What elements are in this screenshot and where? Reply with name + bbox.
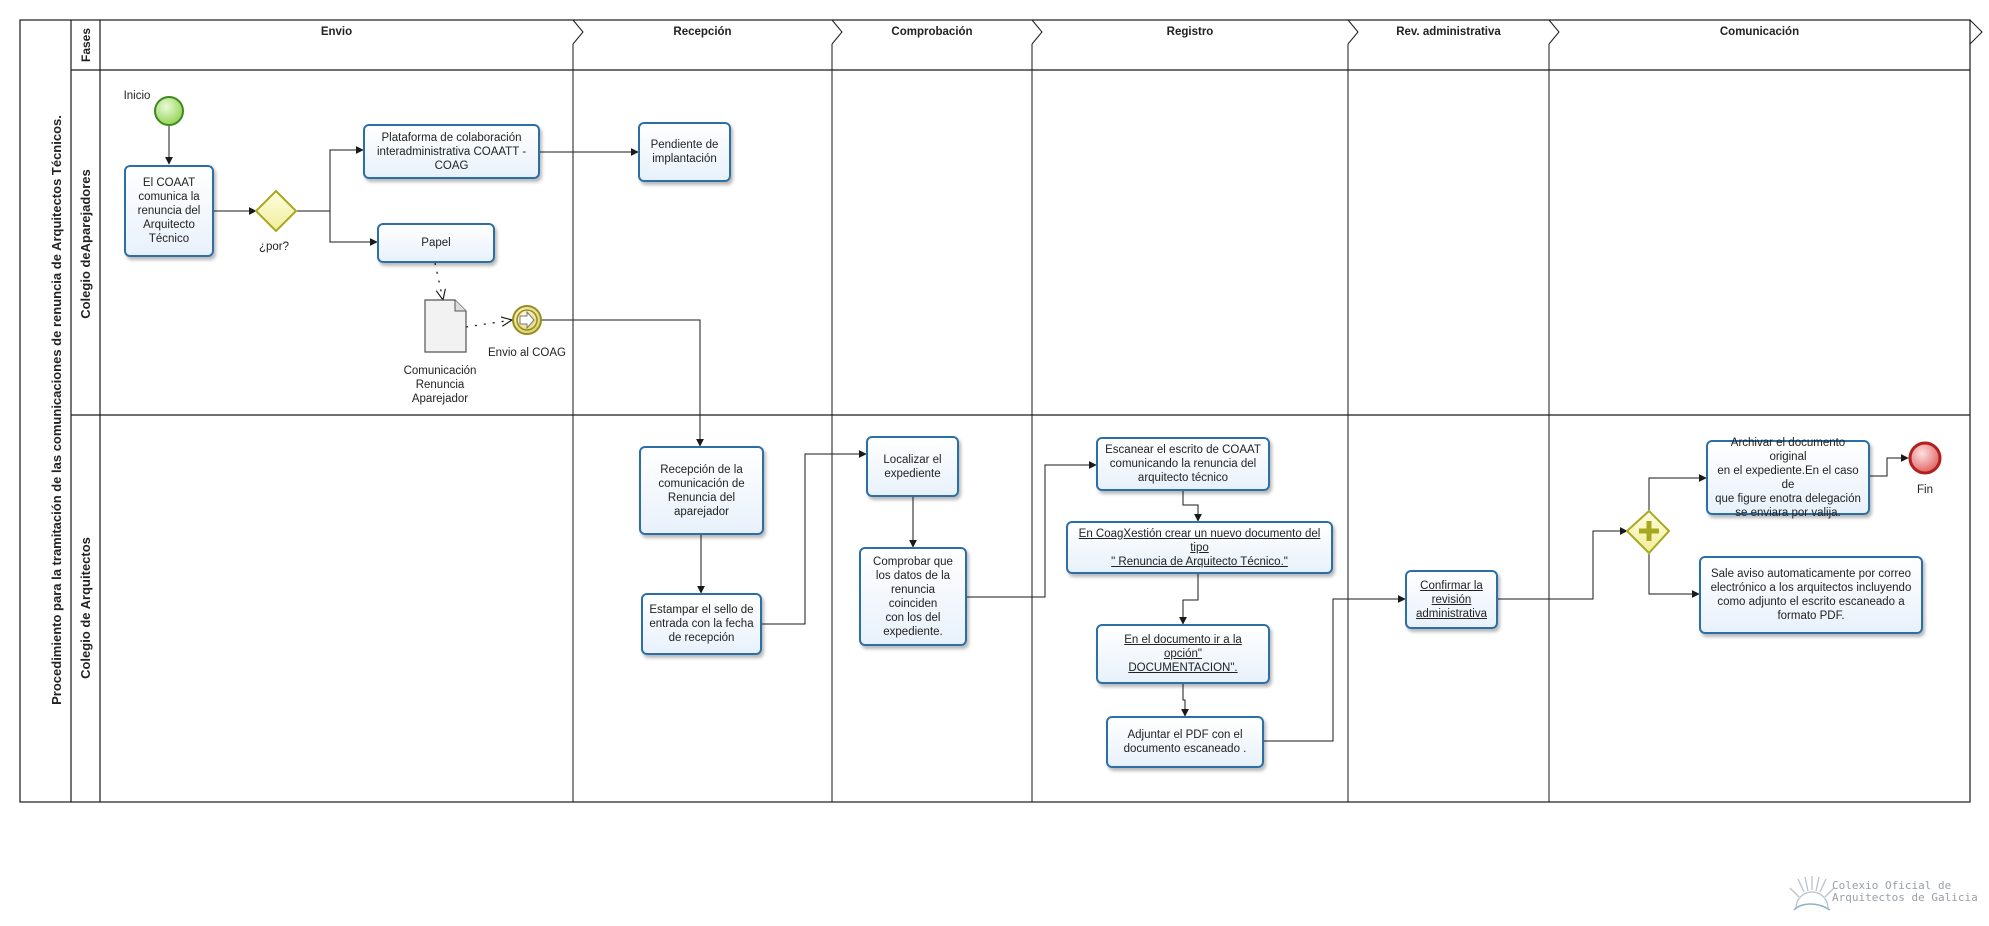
- phase-dividers: [572, 44, 1550, 802]
- pool-title: Procedimiento para la tramitación de las…: [49, 115, 64, 705]
- phase-recepcion: Recepción: [673, 26, 732, 38]
- exclusive-gateway[interactable]: [254, 189, 298, 233]
- phase-comprobacion: Comprobación: [891, 26, 973, 38]
- task-opcion-documentacion[interactable]: En el documento ir a la opción"DOCUMENTA…: [1096, 624, 1270, 684]
- flow-envio-to-recepcion: [541, 319, 704, 447]
- start-event[interactable]: [154, 96, 184, 126]
- flow-parallel-to-archivar: [1648, 474, 1707, 511]
- phase-comunicacion: Comunicación: [1719, 26, 1800, 38]
- document-artifact[interactable]: [424, 299, 467, 353]
- flow-documentacion-to-adjuntar: [1181, 684, 1189, 717]
- phases-label: Fases: [79, 27, 93, 63]
- lane-label-arquitectos: Colegio de Arquitectos: [78, 537, 93, 679]
- coag-logo-icon: [1789, 876, 1835, 911]
- association-papel-to-document: [434, 262, 443, 300]
- phase-envio: Envio: [320, 26, 353, 38]
- associations: [434, 262, 512, 328]
- association-document-to-event: [465, 320, 512, 328]
- task-papel[interactable]: Papel: [377, 223, 495, 263]
- intermediate-event-label: Envio al COAG: [488, 347, 566, 359]
- logo-text: Colexio Oficial de Arquitectos de Galici…: [1832, 879, 1978, 904]
- flow-archivar-to-fin: [1870, 454, 1909, 477]
- phase-registro: Registro: [1166, 26, 1214, 38]
- task-crear-documento-coagxestion[interactable]: En CoagXestión crear un nuevo documento …: [1066, 521, 1333, 574]
- flow-parallel-to-aviso: [1648, 553, 1700, 598]
- end-event-label: Fin: [1917, 484, 1933, 496]
- phase-header: [572, 19, 1983, 45]
- flow-escanear-to-coagxestion: [1182, 491, 1202, 522]
- intermediate-event[interactable]: [512, 305, 542, 335]
- lane-label-aparejadores: Colegio deAparejadores: [78, 169, 93, 319]
- flow-gateway-to-plataforma: [296, 146, 364, 212]
- parallel-gateway[interactable]: [1625, 509, 1671, 555]
- start-event-label: Inicio: [123, 90, 151, 102]
- pool-frame: [19, 19, 1971, 803]
- flow-gateway-to-papel: [329, 211, 378, 246]
- end-event[interactable]: [1908, 441, 1942, 475]
- flow-comprobar-to-escanear: [966, 461, 1097, 598]
- flow-confirmar-to-parallel: [1497, 527, 1628, 600]
- phase-rev-administrativa: Rev. administrativa: [1396, 26, 1501, 38]
- flow-adjuntar-to-confirmar: [1263, 595, 1406, 742]
- flow-estampar-to-localizar: [761, 450, 867, 625]
- gateway-label: ¿por?: [258, 241, 290, 253]
- sequence-flows: [165, 124, 1909, 742]
- flow-coagxestion-to-documentacion: [1179, 574, 1199, 625]
- document-label: Comunicación Renuncia Aparejador: [403, 365, 477, 405]
